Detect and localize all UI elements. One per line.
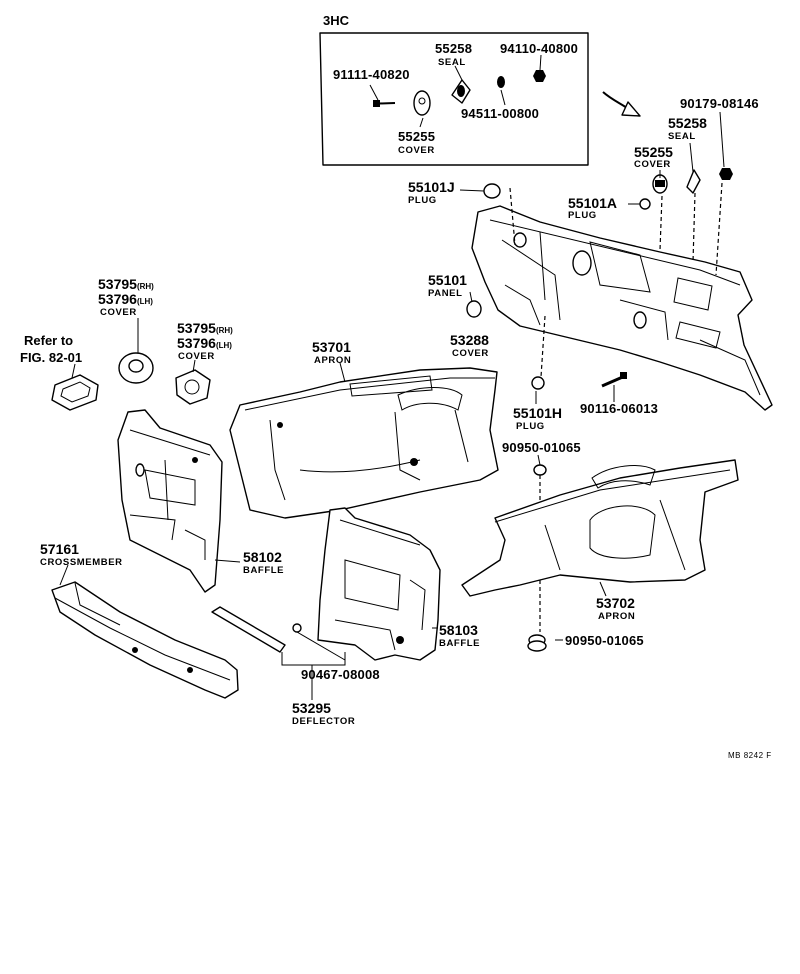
part-number-57161: 57161: [40, 541, 79, 557]
plug-55101j-icon: [483, 183, 501, 199]
part-number-53702: 53702: [596, 595, 635, 611]
part-name-baffle: BAFFLE: [439, 638, 481, 649]
inset-title: 3HC: [323, 13, 350, 28]
leader-lines: [59, 111, 725, 700]
part-name-cover: COVER: [634, 159, 671, 170]
part-number-90179: 90179-08146: [680, 96, 759, 111]
plug-90950-lower-icon: [527, 634, 547, 652]
plug-90950-upper-icon: [533, 464, 547, 476]
apron-53702-drawing: [461, 459, 739, 597]
cover-icon: [413, 90, 431, 116]
grommet-icon: [497, 76, 505, 88]
dash-panel-drawing: [471, 205, 773, 411]
part-name-plug: PLUG: [408, 195, 437, 206]
part-number-90467: 90467-08008: [301, 667, 380, 682]
part-name-cover: COVER: [178, 351, 215, 362]
cover-53288-icon: [466, 300, 482, 318]
part-number-90950: 90950-01065: [565, 633, 644, 648]
part-number-55101: 55101: [428, 272, 467, 288]
inset-part-name: COVER: [398, 145, 435, 156]
inset-part-number: 91111-40820: [333, 67, 410, 82]
bolt-icon: [373, 100, 396, 107]
part-number-55101j: 55101J: [408, 179, 455, 195]
part-number-53288: 53288: [450, 332, 489, 348]
inset-part-number: 55258: [435, 41, 473, 56]
part-number-90950: 90950-01065: [502, 440, 581, 455]
part-name-panel: PANEL: [428, 288, 463, 299]
part-number-55101a: 55101A: [568, 195, 618, 211]
arrow-icon: [621, 101, 641, 117]
figure-code: MB 8242 F: [728, 751, 772, 760]
cover-53795-left-drawing: [118, 352, 154, 384]
part-name-deflector: DEFLECTOR: [292, 716, 356, 727]
part-name-apron: APRON: [314, 355, 352, 366]
grommet-ref-drawing: [51, 374, 99, 411]
seal-icon: [451, 79, 471, 104]
deflector-53295-drawing: [211, 606, 302, 653]
part-name-baffle: BAFFLE: [243, 565, 285, 576]
part-number-53795: 53795(RH): [177, 320, 233, 336]
part-name-cover: COVER: [100, 307, 137, 318]
nut-90179-icon: [719, 168, 733, 180]
bolt-90116-icon: [601, 372, 627, 388]
baffle-58102-drawing: [117, 409, 223, 593]
inset-box-3hc: [319, 32, 589, 166]
part-number-58102: 58102: [243, 549, 282, 565]
part-number-90116: 90116-06013: [580, 401, 659, 416]
inset-part-number: 94511-00800: [461, 106, 540, 121]
part-number-53295: 53295: [292, 700, 331, 716]
part-name-cover: COVER: [452, 348, 489, 359]
part-number-55101h: 55101H: [513, 405, 563, 421]
inset-part-number: 94110-40800: [500, 41, 579, 56]
reference-note: Refer to: [24, 333, 74, 348]
part-number-58103: 58103: [439, 622, 478, 638]
seal-55258-icon: [686, 169, 701, 194]
crossmember-57161-drawing: [51, 581, 239, 699]
inset-part-number: 55255: [398, 129, 436, 144]
apron-53701-drawing: [229, 367, 499, 519]
inset-part-name: SEAL: [438, 57, 466, 68]
nut-icon: [533, 70, 546, 82]
cover-53795-right-drawing: [175, 369, 211, 405]
reference-note: FIG. 82-01: [20, 350, 83, 365]
part-name-seal: SEAL: [668, 131, 696, 142]
part-number-53795: 53795(RH): [98, 276, 154, 292]
part-name-plug: PLUG: [516, 421, 545, 432]
part-name-crossmember: CROSSMEMBER: [40, 557, 123, 568]
part-number-55258: 55258: [668, 115, 707, 131]
part-number-55255: 55255: [634, 144, 673, 160]
part-number-53796: 53796(LH): [98, 291, 153, 307]
plug-55101h-icon: [531, 376, 545, 390]
baffle-58103-drawing: [317, 507, 441, 661]
part-name-plug: PLUG: [568, 210, 597, 221]
part-number-53796: 53796(LH): [177, 335, 232, 351]
part-number-53701: 53701: [312, 339, 351, 355]
plug-55101a-icon: [639, 198, 651, 210]
part-name-apron: APRON: [598, 611, 636, 622]
